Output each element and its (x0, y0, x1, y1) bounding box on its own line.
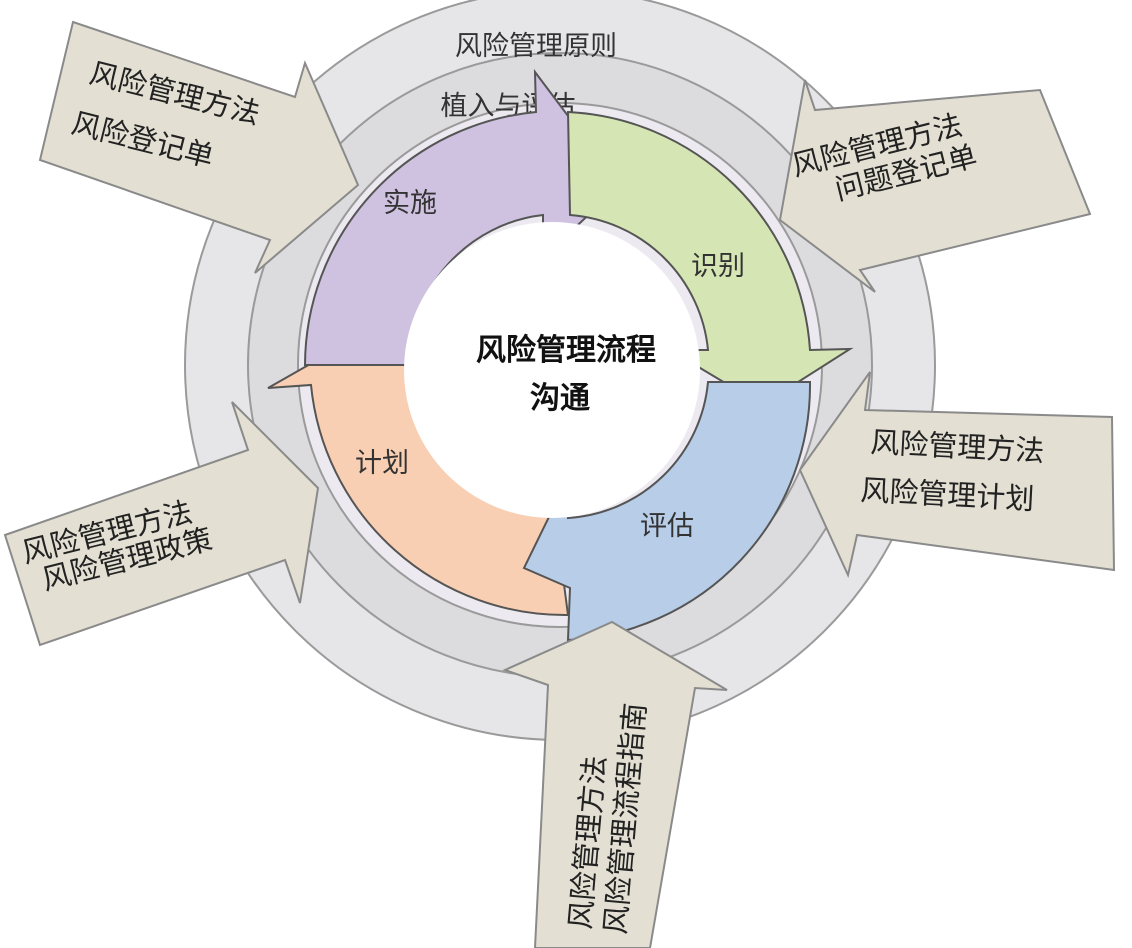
segment-plan-label: 计划 (355, 448, 409, 479)
input-left: 风险管理方法 风险管理政策 (3, 401, 320, 647)
input-bottom-arrow (502, 620, 728, 948)
input-left-arrow (3, 401, 320, 647)
segment-identify (566, 110, 854, 407)
input-right: 风险管理方法 风险管理计划 (798, 371, 1116, 579)
input-top-left: 风险管理方法 风险登记单 (38, 20, 360, 274)
center-disk (404, 222, 700, 518)
process-cycle (267, 68, 854, 642)
outer-ring-label: 风险管理原则 (455, 31, 617, 62)
center-subtitle: 沟通 (530, 381, 590, 416)
segment-assess-label: 评估 (640, 511, 694, 542)
input-top-right: 风险管理方法 问题登记单 (778, 79, 1092, 293)
input-top-right-arrow (778, 79, 1092, 293)
segment-identify-label: 识别 (691, 251, 745, 282)
input-top-left-arrow (38, 20, 360, 274)
segment-implement-label: 实施 (383, 188, 437, 219)
input-bottom: 风险管理方法 风险管理流程指南 (502, 620, 728, 948)
center-title: 风险管理流程 (476, 333, 656, 368)
input-right-arrow (798, 371, 1116, 579)
